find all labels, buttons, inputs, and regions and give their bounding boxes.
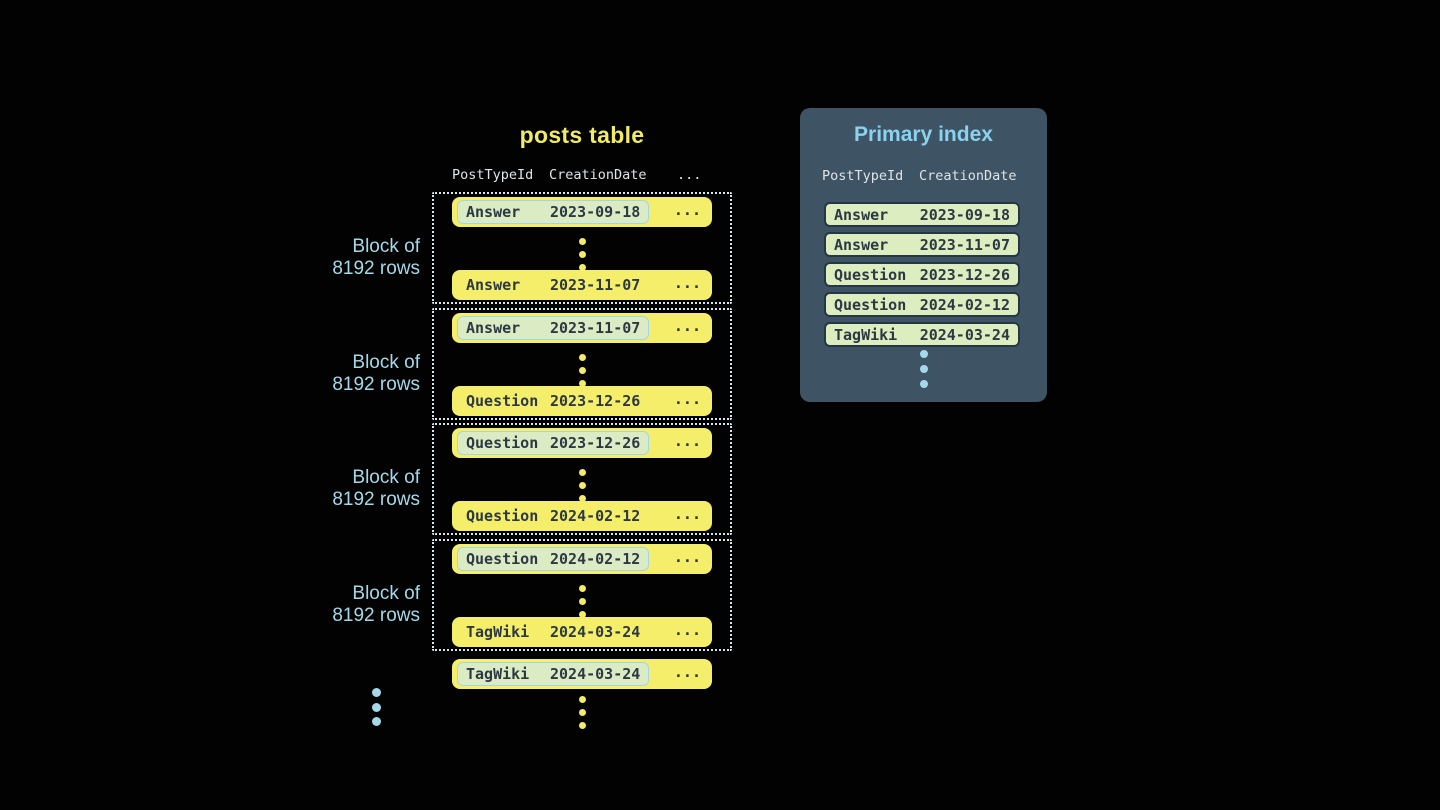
block-label-line1: Block of [352,583,420,604]
row-ellipsis: ... [673,201,701,219]
row-ellipsis: ... [673,390,701,408]
row-ellipsis: ... [673,432,701,450]
table-row-first: Question 2023-12-26 ... [452,428,712,458]
block-label-line2: 8192 rows [332,374,420,395]
ellipsis-dots-vertical [434,585,730,618]
ellipsis-dots-vertical [432,696,732,729]
row-posttype: Question [466,507,539,525]
row-ellipsis: ... [673,317,701,335]
table-row-last: Answer 2023-11-07 ... [452,270,712,300]
block-label-line1: Block of [352,236,420,257]
index-col-creationdate: CreationDate [919,168,1017,184]
row-date: 2024-02-12 [550,550,641,568]
posts-col-posttypeid: PostTypeId [452,167,534,183]
index-entry-highlight: Answer 2023-09-18 [457,200,650,224]
row-date: 2023-12-26 [919,265,1010,284]
row-date: 2023-09-18 [550,203,641,221]
ellipsis-dots-vertical [368,688,384,726]
block-label-line2: 8192 rows [332,258,420,279]
row-ellipsis: ... [673,663,701,681]
table-block-4: Question 2024-02-12 ... TagWiki 2024-03-… [432,539,732,651]
index-entry-highlight: TagWiki 2024-03-24 [457,662,650,686]
block-label: Block of 8192 rows [230,583,420,627]
index-row: Question 2024-02-12 [824,292,1020,317]
row-date: 2023-11-07 [550,319,641,337]
row-ellipsis: ... [673,274,701,292]
index-entry-highlight: Answer 2023-11-07 [457,316,650,340]
index-col-posttypeid: PostTypeId [822,168,904,184]
primary-index-panel: Primary index PostTypeId CreationDate An… [800,108,1047,402]
row-date: 2023-09-18 [919,205,1010,224]
row-date: 2023-12-26 [550,392,641,410]
ellipsis-dots-vertical [434,354,730,387]
index-entry-highlight: Question 2023-12-26 [457,431,650,455]
row-text: Question 2023-12-26 [457,389,649,413]
row-posttype: Question [834,265,907,284]
row-posttype: TagWiki [834,325,898,344]
posts-col-ellipsis: ... [677,167,702,183]
row-date: 2024-02-12 [919,295,1010,314]
table-row-last: Question 2024-02-12 ... [452,501,712,531]
table-row-last: TagWiki 2024-03-24 ... [452,617,712,647]
block-label-line2: 8192 rows [332,489,420,510]
row-text: TagWiki 2024-03-24 [457,620,649,644]
table-block-1: Answer 2023-09-18 ... Answer 2023-11-07 … [432,192,732,304]
block-label: Block of 8192 rows [230,467,420,511]
row-posttype: Answer [834,235,889,254]
ellipsis-dots-vertical [434,469,730,502]
table-row-first: Answer 2023-09-18 ... [452,197,712,227]
table-block-2: Answer 2023-11-07 ... Question 2023-12-2… [432,308,732,420]
index-entry-highlight: Question 2024-02-12 [457,547,650,571]
row-posttype: Answer [466,203,521,221]
table-row-first: Question 2024-02-12 ... [452,544,712,574]
table-block-3: Question 2023-12-26 ... Question 2024-02… [432,423,732,535]
index-row: Question 2023-12-26 [824,262,1020,287]
block-label: Block of 8192 rows [230,352,420,396]
table-row-first: Answer 2023-11-07 ... [452,313,712,343]
index-row: Answer 2023-09-18 [824,202,1020,227]
row-date: 2024-03-24 [550,665,641,683]
row-posttype: Question [466,550,539,568]
primary-index-title: Primary index [854,123,993,146]
row-ellipsis: ... [673,548,701,566]
row-ellipsis: ... [673,621,701,639]
row-posttype: Question [466,434,539,452]
block-label-line2: 8192 rows [332,605,420,626]
row-date: 2024-02-12 [550,507,641,525]
posts-col-creationdate: CreationDate [549,167,647,183]
posts-table-title: posts table [519,122,645,148]
block-label: Block of 8192 rows [230,236,420,280]
row-posttype: TagWiki [466,665,530,683]
block-label-line1: Block of [352,467,420,488]
row-posttype: Answer [466,276,521,294]
row-date: 2023-12-26 [550,434,641,452]
table-row-overflow: TagWiki 2024-03-24 ... [452,659,712,689]
index-row: Answer 2023-11-07 [824,232,1020,257]
row-date: 2024-03-24 [550,623,641,641]
ellipsis-dots-vertical [800,350,1047,388]
row-posttype: Answer [466,319,521,337]
row-posttype: Answer [834,205,889,224]
index-row: TagWiki 2024-03-24 [824,322,1020,347]
row-date: 2024-03-24 [919,325,1010,344]
ellipsis-dots-vertical [434,238,730,271]
row-date: 2023-11-07 [550,276,641,294]
row-date: 2023-11-07 [919,235,1010,254]
row-ellipsis: ... [673,505,701,523]
row-posttype: Question [466,392,539,410]
row-posttype: Question [834,295,907,314]
row-text: Question 2024-02-12 [457,504,649,528]
table-row-last: Question 2023-12-26 ... [452,386,712,416]
block-label-line1: Block of [352,352,420,373]
row-text: Answer 2023-11-07 [457,273,649,297]
row-posttype: TagWiki [466,623,530,641]
